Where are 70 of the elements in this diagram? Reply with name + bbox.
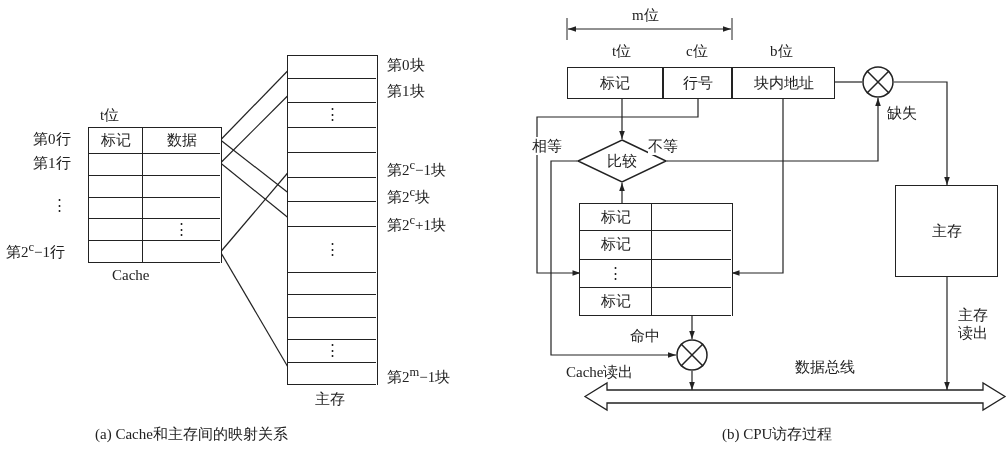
- table-row: [89, 240, 220, 263]
- text-label: (b) CPU访存过程: [722, 425, 833, 443]
- connector-line: [834, 81, 863, 83]
- side-label: 缺失: [887, 104, 917, 122]
- side-label: 第2$^{c}$−1行: [6, 240, 66, 261]
- edge-label: 不等: [648, 137, 678, 155]
- edge-label: 主存读出: [958, 306, 990, 342]
- node-text: 标记: [600, 208, 631, 225]
- side-label: 第2$^{c}$−1块: [387, 158, 447, 179]
- table-row: [580, 259, 731, 288]
- node-text: ⋮: [608, 264, 623, 282]
- crossed-circle: [676, 339, 708, 371]
- text-label: (a) Cache和主存间的映射关系: [95, 425, 288, 443]
- side-label: 第1行: [33, 154, 71, 172]
- node-text: ⋮: [174, 220, 189, 238]
- text-label: ⋮: [52, 196, 67, 214]
- node-text: 数据: [166, 132, 197, 149]
- cache-table: [579, 203, 733, 316]
- arrow: [689, 315, 695, 340]
- bus-label: 数据总线: [795, 358, 855, 377]
- arrow: [666, 97, 881, 162]
- arrow: [619, 98, 625, 140]
- side-label: 命中: [630, 327, 660, 345]
- node-text: 主存: [931, 222, 962, 240]
- table-row: [580, 230, 731, 260]
- cache-table: [88, 127, 222, 263]
- table-row: [89, 218, 220, 241]
- table-row: [89, 175, 220, 198]
- text-label: 主存: [315, 390, 345, 408]
- table-row: [89, 128, 220, 154]
- side-label: 第0块: [387, 56, 425, 74]
- node-text: 块内地址: [753, 74, 814, 92]
- text-label: Cache读出: [566, 363, 634, 381]
- table-row: [89, 197, 220, 219]
- side-label: 第1块: [387, 82, 425, 100]
- side-label: t位: [612, 42, 632, 60]
- side-label: 第2$^{m}$−1块: [387, 365, 451, 386]
- table-row: [580, 204, 731, 231]
- side-label: b位: [770, 42, 793, 60]
- arrow: [893, 81, 950, 186]
- table-row: [580, 287, 731, 316]
- side-label: c位: [686, 42, 708, 60]
- text-label: t位: [100, 106, 120, 124]
- side-label: 第0行: [33, 130, 71, 148]
- table-row: [89, 153, 220, 176]
- address-field: [663, 67, 732, 99]
- arrow: [619, 182, 625, 204]
- node-text: 标记: [600, 74, 630, 92]
- node-text: 行号: [682, 74, 713, 92]
- node-text: ⋮: [324, 342, 340, 359]
- address-field: [567, 67, 663, 99]
- address-field: [732, 67, 835, 99]
- text-label: m位: [632, 6, 659, 24]
- node-text: ⋮: [324, 240, 340, 258]
- memory-table: [287, 55, 378, 385]
- node-text: 标记: [600, 236, 631, 253]
- side-label: 第2$^{c}$+1块: [387, 213, 447, 234]
- memory-box: [895, 185, 998, 277]
- arrow: [550, 160, 677, 358]
- node-text: ⋮: [324, 106, 340, 123]
- text-label: Cache: [112, 266, 150, 284]
- arrow: [536, 98, 699, 276]
- edge-label: 相等: [532, 137, 562, 155]
- node-text: 比较: [607, 152, 637, 170]
- side-label: 第2$^{c}$块: [387, 185, 431, 206]
- arrow: [944, 276, 950, 391]
- crossed-circle: [862, 66, 894, 98]
- node-text: 标记: [100, 132, 131, 149]
- arrow: [689, 370, 695, 391]
- node-text: 标记: [600, 292, 631, 310]
